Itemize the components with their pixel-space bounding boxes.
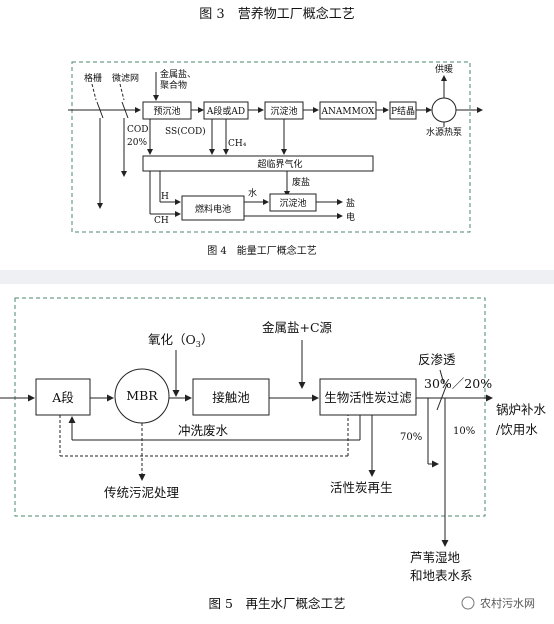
- grid-label: 格栅: [84, 72, 102, 84]
- grid-mark: [96, 101, 104, 119]
- contact-tank-box: [192, 378, 270, 416]
- reclaimed-plant-boundary: [14, 297, 486, 517]
- anammox-label: ANAMMOX: [321, 107, 376, 117]
- second-sedimentation-label: 沉淀池: [279, 197, 306, 209]
- plant-boundary: [71, 61, 471, 233]
- heat-pump-circle: [431, 97, 457, 123]
- contact-tank-label: 接触池: [212, 390, 250, 405]
- pct10-label: 10%: [453, 426, 475, 437]
- heating-label: 供暖: [435, 63, 453, 75]
- pre-sedimentation-label: 预沉池: [153, 105, 180, 117]
- metal-c-source-label: 金属盐+C源: [262, 320, 333, 335]
- water-label: 水: [248, 187, 257, 199]
- a-stage-label-5: A段: [51, 390, 74, 405]
- bac-filter-box: [319, 378, 417, 416]
- boiler-water-label: 锅炉补水: [496, 402, 547, 417]
- polymer-label: 聚合物: [160, 79, 187, 91]
- metal-salt-label: 金属盐、: [160, 68, 196, 80]
- surface-water-label: 和地表水系: [410, 568, 473, 583]
- fuel-cell-label: 燃料电池: [195, 203, 231, 215]
- mbr-label: MBR: [126, 388, 158, 403]
- wetland-label: 芦苇湿地: [410, 550, 461, 565]
- h-label: H: [161, 192, 169, 202]
- pct30-20-label: 30%／20%: [424, 376, 492, 391]
- pct20-label: 20%: [127, 138, 147, 148]
- wechat-icon: [461, 596, 475, 610]
- p-crystal-label: P结晶: [391, 105, 415, 117]
- watermark-label: 农村污水网: [480, 596, 535, 610]
- micro-screen-mark: [121, 101, 129, 119]
- waste-salt-label: 废盐: [292, 176, 310, 188]
- figure-4-panel: 图 3 营养物工厂概念工艺 格栅 微滤网 金属盐、 聚合物 预沉池 A段或AD …: [0, 0, 554, 270]
- figure-3-title: 图 3 营养物工厂概念工艺: [199, 6, 354, 22]
- salt-label: 盐: [346, 197, 355, 209]
- sludge-treatment-label: 传统污泥处理: [104, 485, 180, 500]
- figure-4-caption: 图 4 能量工厂概念工艺: [207, 244, 317, 257]
- a-stage-label: A段或AD: [206, 105, 245, 117]
- ss-cod-label: SS(COD): [165, 126, 206, 137]
- micro-screen-label: 微滤网: [112, 72, 139, 84]
- electricity-label: 电: [346, 211, 355, 223]
- ro-mark: [436, 383, 448, 411]
- sedimentation-label: 沉淀池: [270, 105, 297, 117]
- pct70-label: 70%: [400, 432, 422, 443]
- bac-filter-label: 生物活性炭过滤: [324, 390, 412, 405]
- ch-label: CH: [154, 216, 169, 226]
- heat-pump-label: 水源热泵: [426, 126, 462, 138]
- figure-5-diagram: A段 MBR 氧化（O3） 金属盐+C源 接触池 生物活性炭过滤 反渗透 30%…: [0, 297, 547, 611]
- a-stage-box-5: [35, 378, 91, 416]
- supercritical-gasification-label: 超临界气化: [257, 158, 302, 170]
- backwash-label: 冲洗废水: [178, 423, 229, 438]
- carbon-regeneration-label: 活性炭再生: [330, 480, 393, 495]
- figure-5-panel: A段 MBR 氧化（O3） 金属盐+C源 接触池 生物活性炭过滤 反渗透 30%…: [0, 284, 554, 624]
- ozone-label: 氧化（O3）: [148, 332, 213, 349]
- cod-label: COD: [127, 125, 148, 135]
- figure-4-diagram: 图 3 营养物工厂概念工艺 格栅 微滤网 金属盐、 聚合物 预沉池 A段或AD …: [68, 6, 483, 257]
- drinking-water-label: /饮用水: [496, 422, 538, 437]
- figure-5-caption: 图 5 再生水厂概念工艺: [209, 596, 346, 611]
- panel-separator: [0, 270, 554, 284]
- ro-label: 反渗透: [418, 352, 456, 367]
- supercritical-gasification-box: [142, 155, 374, 172]
- fuel-cell-box: [181, 195, 245, 221]
- ch4-label: CH₄: [228, 139, 247, 149]
